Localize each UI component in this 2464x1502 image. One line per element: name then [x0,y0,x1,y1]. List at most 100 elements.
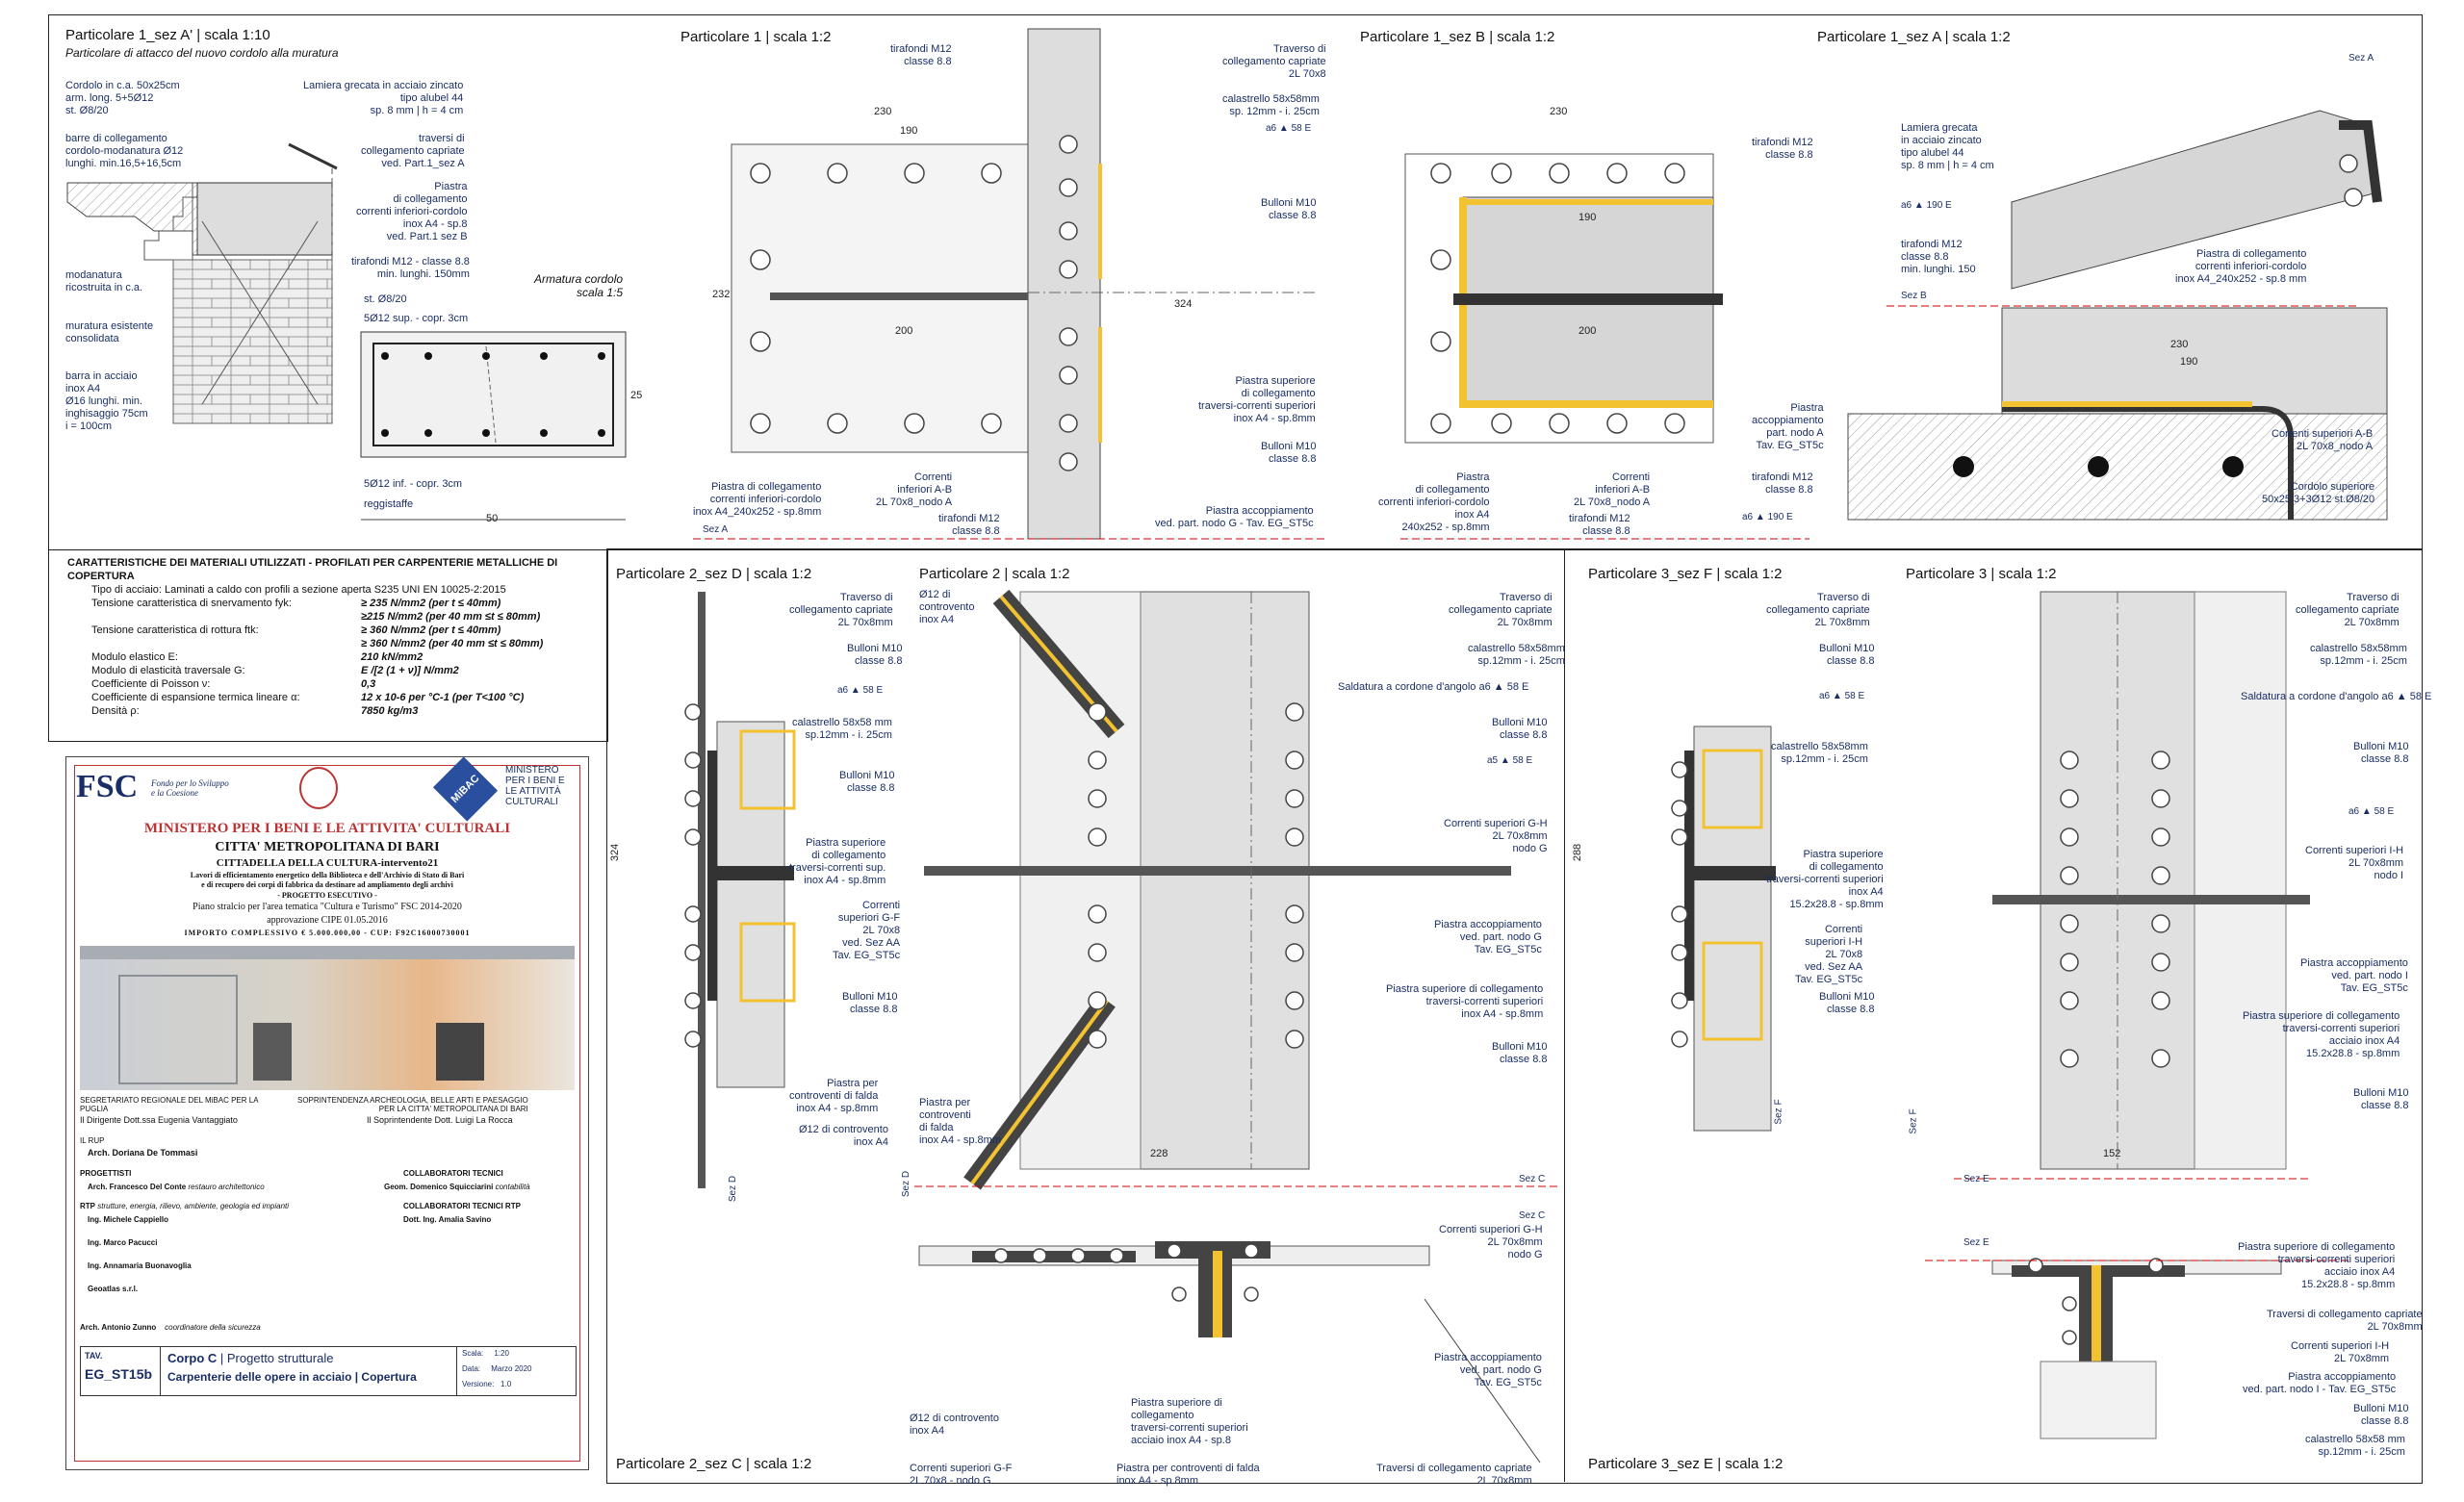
p1b-piastra-coll: Piastra di collegamento correnti inferio… [1378,471,1490,533]
p2c-correnti-gf: Correnti superiori G-F 2L 70x8 - nodo G [910,1463,1013,1487]
p2-bulloni-2: Bulloni M10 classe 8.8 [1492,1041,1548,1065]
label-lamiera: Lamiera grecata in acciaio zincato tipo … [303,80,464,116]
p1-dim-232: 232 [712,289,731,300]
label-5o12-inf: 5Ø12 inf. - copr. 3cm [364,478,463,490]
p1sa-sezB: Sez B [1901,291,1927,301]
part1-drawing [693,28,1328,540]
p1sa-dim-190: 190 [2180,356,2198,368]
materials-key: Coefficiente di Poisson ν: [91,678,211,690]
materials-value: ≥ 360 N/mm2 (per 40 mm ≤t ≤ 80mm) [361,638,544,649]
p3-piastra-acc: Piastra accoppiamento ved. part. nodo I … [2300,957,2408,994]
p1sa-cordolo: Cordolo superiore 50x25 3+3Ø12 st.Ø8/20 [2262,481,2375,505]
subtitle-part1-sezAp: Particolare di attacco del nuovo cordolo… [65,46,339,60]
tb-rtp1: Ing. Michele Cappiello [88,1215,169,1224]
p1-tirafondi-bottom: tirafondi M12 classe 8.8 [938,513,1000,537]
materials-key [91,637,361,650]
p1-dim-190: 190 [900,125,918,137]
p3f-bulloni-1: Bulloni M10 classe 8.8 [1819,643,1875,667]
p1b-tirafondi-2: tirafondi M12 classe 8.8 [1752,471,1813,496]
tb-rup: Arch. Doriana De Tommasi [88,1148,198,1158]
p1-sezA: Sez A [703,524,729,535]
materials-row: Tensione caratteristica di rottura ftk: ≥… [91,624,606,637]
p2-dim-228: 228 [1150,1148,1168,1159]
p2d-traverso: Traverso di collegamento capriate 2L 70x… [789,592,893,628]
tb-seg1: SEGRETARIATO REGIONALE DEL MiBAC PER LA … [80,1096,259,1113]
dim-50: 50 [486,513,499,524]
p1sa-tirafondi: tirafondi M12 classe 8.8 min. lunghi. 15… [1901,239,1976,275]
fsc-subtitle: Fondo per lo Sviluppo e la Coesione [151,778,229,798]
tb-sic: Arch. Antonio Zunno coordinatore della s… [80,1323,261,1332]
facade-image [80,946,575,1090]
label-muratura: muratura esistente consolidata [65,320,154,344]
p1b-piastra-acc: Piastra accoppiamento part. nodo A Tav. … [1752,402,1824,451]
p2c-sezC-top: Sez C [1519,1174,1546,1184]
tb-bottom-box: TAV. EG_ST15b Corpo C | Progetto struttu… [80,1346,577,1396]
tb-tav-label: TAV. [85,1351,103,1361]
tb-rtp3: Ing. Annamaria Buonavoglia [88,1261,192,1270]
materials-row: Coefficiente di Poisson ν:0,3 [91,677,606,691]
p2d-o12: Ø12 di controvento inox A4 [799,1124,888,1148]
p3f-piastra-sup: Piastra superiore di collegamento traver… [1766,849,1884,910]
dim-25: 25 [630,390,643,401]
p2d-bulloni-3: Bulloni M10 classe 8.8 [842,991,898,1015]
p2c-piastra-sup: Piastra superiore di collegamento traver… [1131,1397,1248,1446]
tb-rup-label: IL RUP [80,1136,105,1145]
title-part3-sezF: Particolare 3_sez F | scala 1:2 [1588,566,1783,582]
mibac-name: MINISTERO PER I BENI E LE ATTIVITÀ CULTU… [505,765,565,807]
tb-rtp4: Geoatlas s.r.l. [88,1285,139,1293]
part2-sezD-drawing [684,592,796,1188]
label-staffe: st. Ø8/20 [364,293,407,305]
p3e-piastra-sup: Piastra superiore di collegamento traver… [2238,1241,2396,1290]
p1sa-sezA: Sez A [2348,53,2374,64]
p3e-correnti: Correnti superiori I-H 2L 70x8mm [2291,1340,2390,1364]
materials-value: ≥ 360 N/mm2 (per t ≤ 40mm) [361,624,501,636]
p3f-sezF: Sez F [1773,1099,1784,1125]
title-part1-sezB: Particolare 1_sez B | scala 1:2 [1360,29,1555,45]
p1sa-piastra: Piastra di collegamento correnti inferio… [2175,248,2307,285]
part3-sezE-drawing [1925,1258,2348,1439]
p1b-tirafondi-top: tirafondi M12 classe 8.8 [1752,137,1813,161]
materials-key: Modulo elastico E: [91,651,178,663]
tb-desc2: e di recupero dei corpi di fabbrica da d… [201,880,453,889]
part1-sezAp-drawing [66,142,627,521]
p2d-sezD: Sez D [728,1175,739,1203]
p1-traverso: Traverso di collegamento capriate 2L 70x… [1222,43,1326,80]
tb-rtp: RTP strutture, energia, rilievo, ambient… [80,1202,290,1210]
p1-dim-324: 324 [1174,298,1193,310]
p3-bulloni-1: Bulloni M10 classe 8.8 [2353,741,2409,765]
p3e-traversi: Traversi di collegamento capriate 2L 70x… [2267,1309,2423,1333]
frame-materials [48,548,608,742]
p2d-piastra-contr: Piastra per controventi di falda inox A4… [789,1078,879,1114]
p1-tirafondi-top: tirafondi M12 classe 8.8 [890,43,952,67]
p2c-o12: Ø12 di controvento inox A4 [910,1413,999,1437]
tb-coll1: Geom. Domenico Squicciarini contabilità [384,1183,530,1191]
p2c-sezC: Sez C [1519,1210,1546,1221]
materials-row: ≥215 N/mm2 (per 40 mm ≤t ≤ 80mm) [91,610,606,624]
materials-row: ≥ 360 N/mm2 (per 40 mm ≤t ≤ 80mm) [91,637,606,650]
part3-drawing [1954,591,2310,1180]
title-part2-sezD: Particolare 2_sez D | scala 1:2 [616,566,812,582]
p1b-tirafondi-3: tirafondi M12 classe 8.8 [1569,513,1630,537]
p3f-dim-288: 288 [1572,843,1584,862]
p2c-piastra-contr: Piastra per controventi di falda inox A4… [1116,1463,1260,1487]
materials-rows: Tensione caratteristica di snervamento f… [67,597,606,718]
materials-key: Densità ρ: [91,705,140,717]
tb-desc1: Lavori di efficientamento energetico del… [190,871,465,879]
label-traversi: traversi di collegamento capriate ved. P… [361,133,465,169]
p1-piastra-acc: Piastra accoppiamento ved. part. nodo G … [1155,505,1314,529]
materials-key: Tensione caratteristica di rottura ftk: [91,624,259,636]
p3-calastrello: calastrello 58x58mm sp.12mm - i. 25cm [2310,643,2407,667]
title-part3-sezE: Particolare 3_sez E | scala 1:2 [1588,1456,1784,1472]
p3-saldatura: Saldatura a cordone d'angolo a6 ▲ 58 E [2241,691,2432,702]
materials-row: Coefficiente di espansione termica linea… [91,691,606,704]
p1sa-weld: a6 ▲ 190 E [1901,200,1952,211]
materials-value: 7850 kg/m3 [361,705,419,717]
tb-seg2-name: Il Soprintendente Dott. Luigi La Rocca [367,1115,513,1125]
p1b-weld: a6 ▲ 190 E [1742,512,1793,522]
tb-seg2: SOPRINTENDENZA ARCHEOLOGIA, BELLE ARTI E… [297,1096,528,1113]
materials-row: Densità ρ: 7850 kg/m3 [91,704,606,718]
title-armatura: Armatura cordolo scala 1:5 [534,272,624,299]
materials-key: Modulo di elasticità traversale G: [91,665,245,676]
materials-intro: Tipo di acciaio: Laminati a caldo con pr… [91,584,506,596]
p3e-bulloni: Bulloni M10 classe 8.8 [2353,1403,2409,1427]
